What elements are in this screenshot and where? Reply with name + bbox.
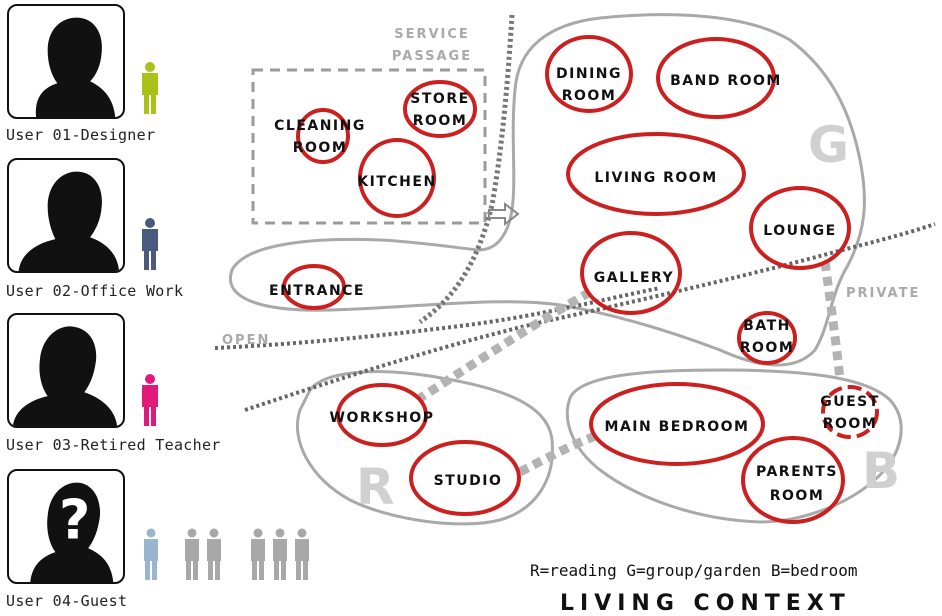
private-label: Private [846,286,920,301]
room-ring-kitchen [358,138,436,218]
user-panel: User 01-Designer User 02-Office Work Use… [0,0,230,610]
room-ring-lounge [749,186,851,270]
guest-question-icon: ? [7,469,125,584]
room-ring-cleaning [296,108,350,164]
room-label-workshop: Workshop [330,410,435,426]
room-label-store-1: Store [410,91,469,107]
room-label-parents-1: Parents [756,464,838,480]
room-label-bath-2: room [740,340,795,356]
zone-letter-g: G [808,116,849,174]
private-boundary-line [244,222,936,412]
zone-outline-g [228,13,866,367]
room-label-guest-2: room [823,416,878,432]
designer-silhouette-icon [7,4,125,119]
room-label-bath-1: Bath [743,318,791,334]
open-label: Open [222,333,270,348]
room-label-kitchen: Kitchen [357,174,436,190]
designer-person-icon [140,62,160,114]
room-ring-guest [821,385,879,439]
room-label-store-2: room [413,113,468,129]
room-label-guest-1: Guest [820,394,880,410]
diagram-title: Living Context [560,591,851,616]
room-ring-mainbed [589,382,765,466]
room-label-dining-2: room [562,88,617,104]
teacher-silhouette-icon [7,313,125,428]
room-label-band: Band room [670,73,782,89]
room-ring-band [656,37,776,119]
room-label-cleaning-1: Cleaning [274,118,366,134]
zone-outline-b [565,368,903,524]
room-ring-entrance [282,264,346,310]
room-ring-store [403,80,477,138]
user-label: User 01-Designer [6,126,156,144]
room-ring-living [566,132,746,216]
room-label-cleaning-2: room [293,140,348,156]
connection-gallery-workshop [417,288,593,402]
legend: R=reading G=group/garden B=bedroom [530,561,858,580]
room-ring-gallery [580,231,682,315]
zone-letter-r: R [356,458,395,516]
office-worker-silhouette-icon [7,158,125,273]
room-ring-dining [545,35,633,113]
room-ring-bath [737,311,797,365]
room-label-dining-1: Dining [556,66,622,82]
user-label: User 02-Office Work [6,282,184,300]
room-label-studio: Studio [434,473,503,489]
service-area-box [251,68,487,225]
room-label-entrance: Entrance [269,283,365,299]
room-label-parents-2: room [770,488,825,504]
service-label-line1: Service [394,27,470,42]
zone-letter-b: B [862,442,900,500]
zone-outline-r [295,370,554,526]
service-arrow-icon [488,201,520,227]
guest-group-icon [142,528,226,580]
room-label-gallery: Gallery [594,270,674,286]
connection-bath-guest [820,261,845,381]
room-ring-parents [741,436,845,524]
room-label-living: Living room [594,170,717,186]
user-label: User 03-Retired Teacher [6,436,221,454]
user-label: User 04-Guest [6,592,128,610]
teacher-person-icon [140,374,160,426]
service-passage-line [418,14,515,325]
connection-studio-mainbed [517,429,602,476]
room-ring-studio [409,440,521,516]
room-label-lounge: Lounge [763,223,836,239]
room-label-mainbed: Main bedroom [605,419,750,435]
office-worker-person-icon [140,218,160,270]
room-ring-workshop [336,383,428,447]
svg-text:?: ? [59,489,90,552]
service-label-line2: Passage [392,49,472,64]
